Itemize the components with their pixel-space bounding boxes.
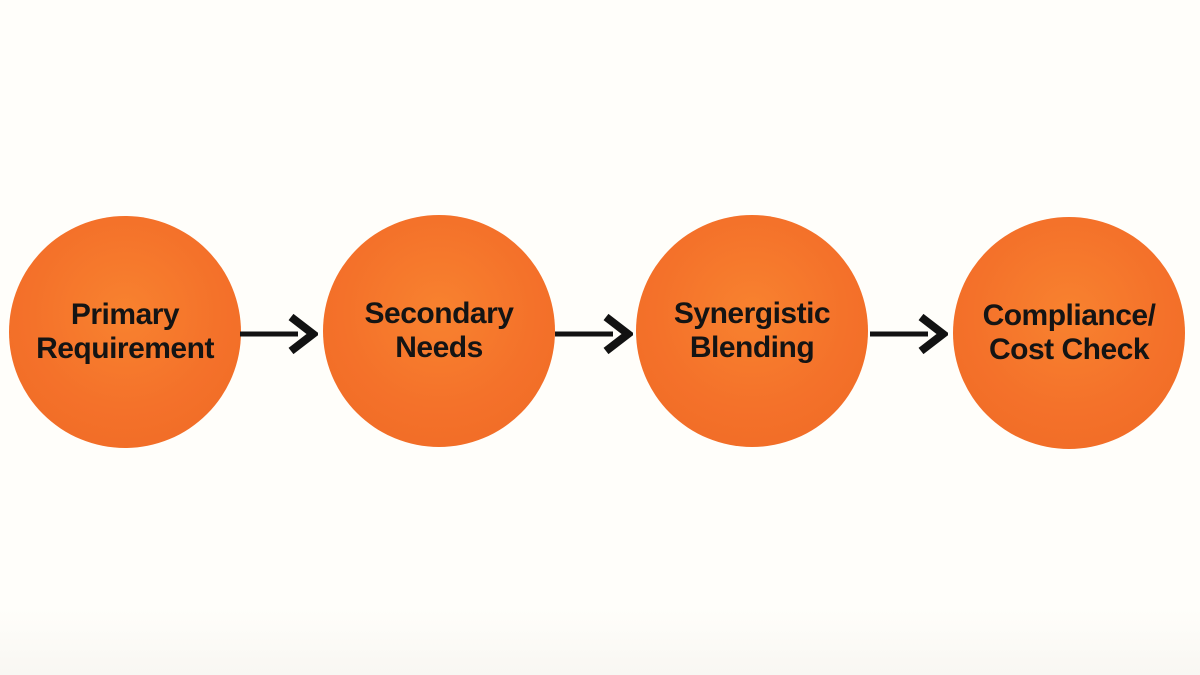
node-label-line: Requirement bbox=[36, 332, 214, 365]
node-secondary-needs: Secondary Needs bbox=[323, 215, 555, 447]
node-label: Compliance/ Cost Check bbox=[983, 299, 1156, 366]
node-primary-requirement: Primary Requirement bbox=[9, 216, 241, 448]
node-label-line: Cost Check bbox=[988, 333, 1150, 366]
node-label-line: Compliance/ bbox=[982, 299, 1156, 333]
node-synergistic-blending: Synergistic Blending bbox=[636, 215, 868, 447]
node-label-line: Blending bbox=[689, 331, 815, 364]
right-arrow-icon bbox=[240, 313, 318, 355]
node-label-line: Secondary bbox=[364, 297, 514, 331]
node-label: Synergistic Blending bbox=[673, 297, 831, 364]
node-label-line: Primary bbox=[70, 298, 180, 332]
node-label: Secondary Needs bbox=[365, 297, 514, 364]
node-compliance-cost-check: Compliance/ Cost Check bbox=[953, 217, 1185, 449]
right-arrow-icon bbox=[870, 313, 948, 355]
node-label-line: Needs bbox=[395, 331, 483, 364]
node-label-line: Synergistic bbox=[673, 297, 831, 331]
right-arrow-icon bbox=[555, 313, 633, 355]
node-label: Primary Requirement bbox=[36, 298, 214, 365]
